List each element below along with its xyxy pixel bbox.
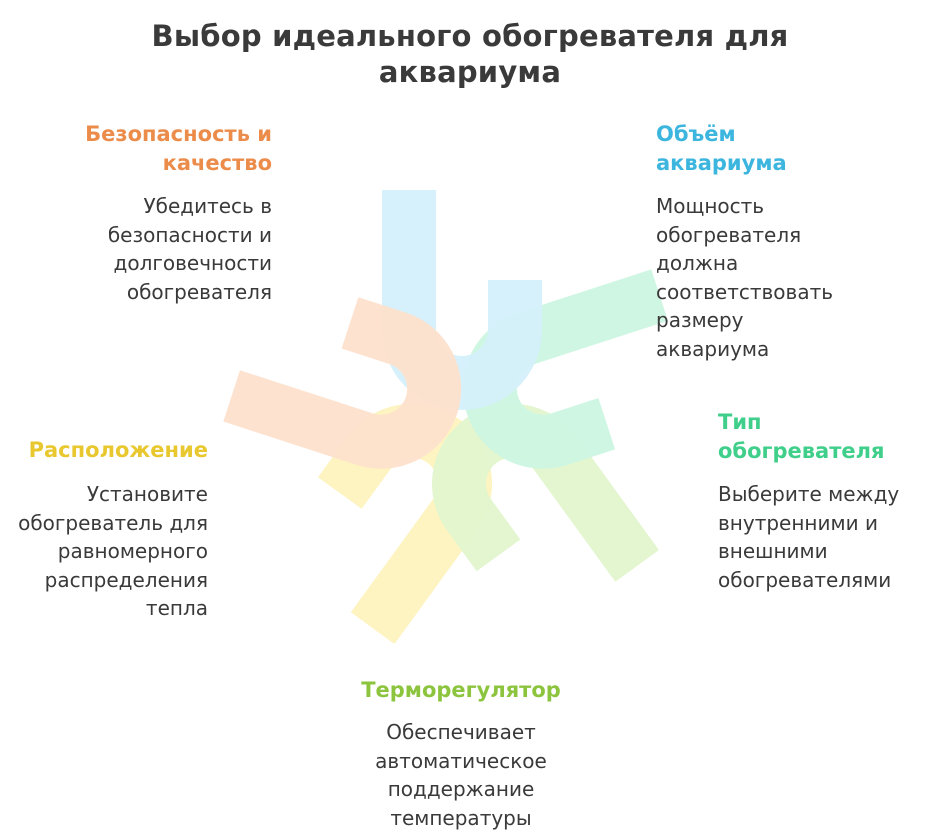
heading-volume: Объём аквариума	[656, 122, 787, 175]
desc-safety: Убедитесь в безопасности и долговечности…	[107, 194, 272, 304]
page-title: Выбор идеального обогревателя для аквари…	[151, 19, 789, 89]
link-thermostat	[431, 403, 659, 582]
link-safety-shape	[223, 297, 462, 469]
heading-placement: Расположение	[28, 438, 208, 462]
heading-safety: Безопасность и качество	[85, 122, 272, 175]
heading-type: Тип обогревателя	[718, 410, 885, 463]
desc-type: Выберите между внутренними и внешними об…	[718, 482, 900, 592]
desc-volume: Мощность обогревателя должна соответство…	[656, 194, 834, 361]
desc-placement: Установите обогреватель для равномерного…	[18, 482, 208, 620]
link-thermostat-shape	[431, 403, 659, 582]
desc-thermostat: Обеспечивает автоматическое поддержание …	[375, 720, 547, 830]
heading-thermostat: Терморегулятор	[361, 678, 561, 702]
link-safety	[223, 297, 462, 469]
